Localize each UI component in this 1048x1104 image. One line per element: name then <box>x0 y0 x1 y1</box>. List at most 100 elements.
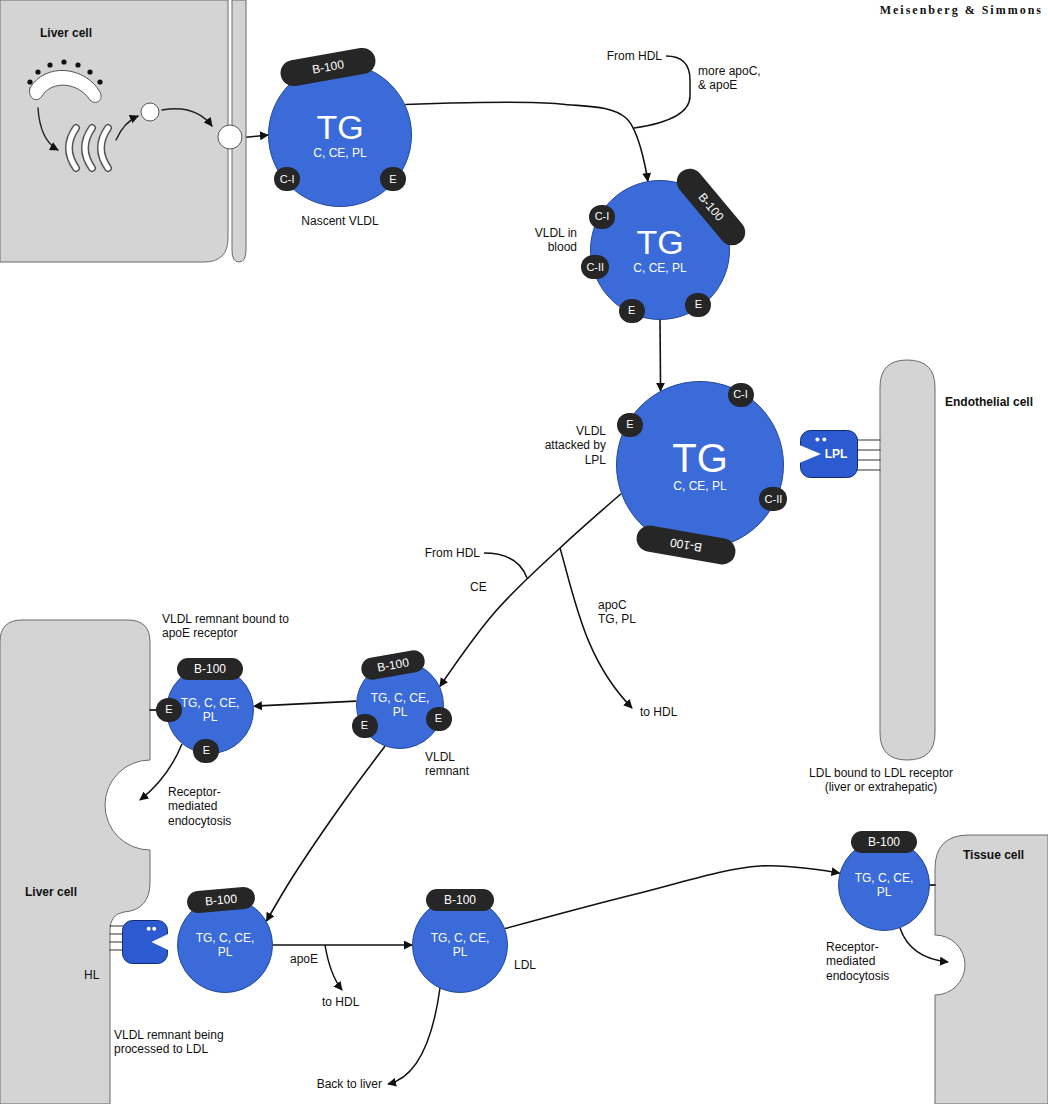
cell-detail <box>141 103 159 121</box>
branch-arrow <box>560 548 632 708</box>
text-holder: B-100 <box>426 889 494 911</box>
text-holder: B-100 <box>177 658 243 680</box>
lipid-content: TG, C, CE, PL <box>192 931 258 960</box>
transfer-note: more apoC, & apoE <box>698 64 766 93</box>
apo-label: E <box>165 703 172 716</box>
apo-shape <box>685 293 711 317</box>
text-holder: LPL <box>800 430 858 478</box>
text-holder: C-I <box>728 383 754 407</box>
enzyme-shape <box>801 431 858 478</box>
apo-shape <box>193 739 219 763</box>
cell-detail <box>857 440 880 470</box>
apo-label: B-100 <box>204 892 237 909</box>
apo-shape <box>426 707 452 731</box>
apo-label: E <box>628 304 635 317</box>
cell-detail <box>110 926 124 950</box>
process-note: Receptor-mediated endocytosis <box>826 940 896 983</box>
cell-detail <box>218 125 242 149</box>
text-holder: E <box>619 299 645 323</box>
node-outline <box>122 920 168 964</box>
particle-core <box>178 898 273 993</box>
process-note: Receptor-mediated endocytosis <box>168 785 258 828</box>
lipid-content: TG <box>316 110 363 146</box>
cell-detail <box>69 128 76 168</box>
cell-label: Liver cell <box>40 26 140 40</box>
lipase-enzyme: LPL <box>800 430 858 478</box>
text-holder: C-II <box>759 487 787 511</box>
particle-core <box>591 181 730 320</box>
text-holder: E <box>352 714 378 738</box>
apo-shape <box>581 255 609 279</box>
lipid-content: C, CE, PL <box>313 146 366 160</box>
enzyme-shape <box>123 921 168 964</box>
apo-shape <box>619 299 645 323</box>
apo-label: B-100 <box>444 893 476 907</box>
flow-arrow <box>505 866 839 929</box>
apo-label: E <box>361 719 368 732</box>
apo-label: E <box>435 712 442 725</box>
cell-detail <box>101 128 108 168</box>
transfer-note: apoC TG, PL <box>598 598 646 627</box>
apo-shape <box>589 205 615 229</box>
apo-label: C-I <box>280 173 295 186</box>
apo-label: E <box>626 418 633 431</box>
particle-name: LDL <box>514 958 554 972</box>
text-holder: TG, C, CE, PL <box>412 897 508 993</box>
apolipoprotein: E <box>352 714 378 738</box>
flow-arrow <box>254 701 356 706</box>
cell-detail <box>47 62 52 67</box>
source-note: From HDL <box>418 546 480 560</box>
cell-detail <box>29 70 101 102</box>
flow-arrow <box>246 135 268 137</box>
cell-label: Tissue cell <box>963 848 1043 862</box>
apo-label: E <box>203 744 210 757</box>
lipoprotein-particle: TGC, CE, PLNascent VLDLB-100C-IE <box>268 63 412 207</box>
cell-body <box>880 360 935 760</box>
particle-name: VLDL in blood <box>505 226 577 255</box>
lipid-content: TG, C, CE, PL <box>851 871 917 900</box>
apo-label: B-100 <box>194 662 226 676</box>
enzyme-label: LPL <box>825 447 848 461</box>
lipid-content: TG <box>636 225 683 261</box>
enzyme-dot <box>152 927 156 931</box>
particle-name: VLDL remnant <box>425 750 495 779</box>
cell-detail <box>35 69 40 74</box>
apolipoprotein: E <box>617 413 643 437</box>
apolipoprotein: C-I <box>728 383 754 407</box>
cell-detail <box>150 705 161 715</box>
enzyme-label: HL <box>84 968 114 982</box>
apo-shape <box>426 889 494 911</box>
lipoprotein-particle: TG, C, CE, PLLDL bound to LDL receptor (… <box>838 839 930 931</box>
apo-shape <box>186 886 256 914</box>
active-site <box>800 445 821 462</box>
cell-detail <box>116 116 138 140</box>
merge-line <box>484 553 527 578</box>
flow-arrow <box>267 746 385 921</box>
enzyme-dot <box>147 927 151 931</box>
lipoprotein-particle: TGC, CE, PLVLDL attacked by LPLC-IEC-IIB… <box>616 381 784 549</box>
lipid-content: TG, C, CE, PL <box>427 931 493 960</box>
apo-label: B-100 <box>311 57 345 77</box>
cell: Tissue cell <box>935 835 1048 1104</box>
text-holder: E <box>380 167 406 191</box>
apo-label: B-100 <box>376 655 410 675</box>
destination-note: Back to liver <box>290 1077 382 1091</box>
lipoprotein-particle: TG, C, CE, PLVLDL remnant bound to apoE … <box>166 666 254 754</box>
apo-shape <box>851 831 917 853</box>
apolipoprotein: E <box>426 707 452 731</box>
apolipoprotein: C-II <box>759 487 787 511</box>
cell-label: Endothelial cell <box>945 395 1040 409</box>
cell-detail <box>61 59 66 64</box>
branch-arrow <box>388 988 440 1084</box>
credit-line: Meisenberg & Simmons <box>760 3 1043 17</box>
apo-label: E <box>389 173 396 186</box>
cell-body <box>0 0 246 262</box>
lipid-content: TG <box>672 437 728 479</box>
apo-shape <box>278 46 377 88</box>
cell-detail <box>85 128 92 168</box>
cell: Liver cell <box>0 0 246 264</box>
apo-label: C-II <box>586 261 604 274</box>
lipid-content: TG, C, CE, PL <box>177 696 243 725</box>
node-outline <box>935 835 1048 1104</box>
node-outline <box>0 0 246 264</box>
